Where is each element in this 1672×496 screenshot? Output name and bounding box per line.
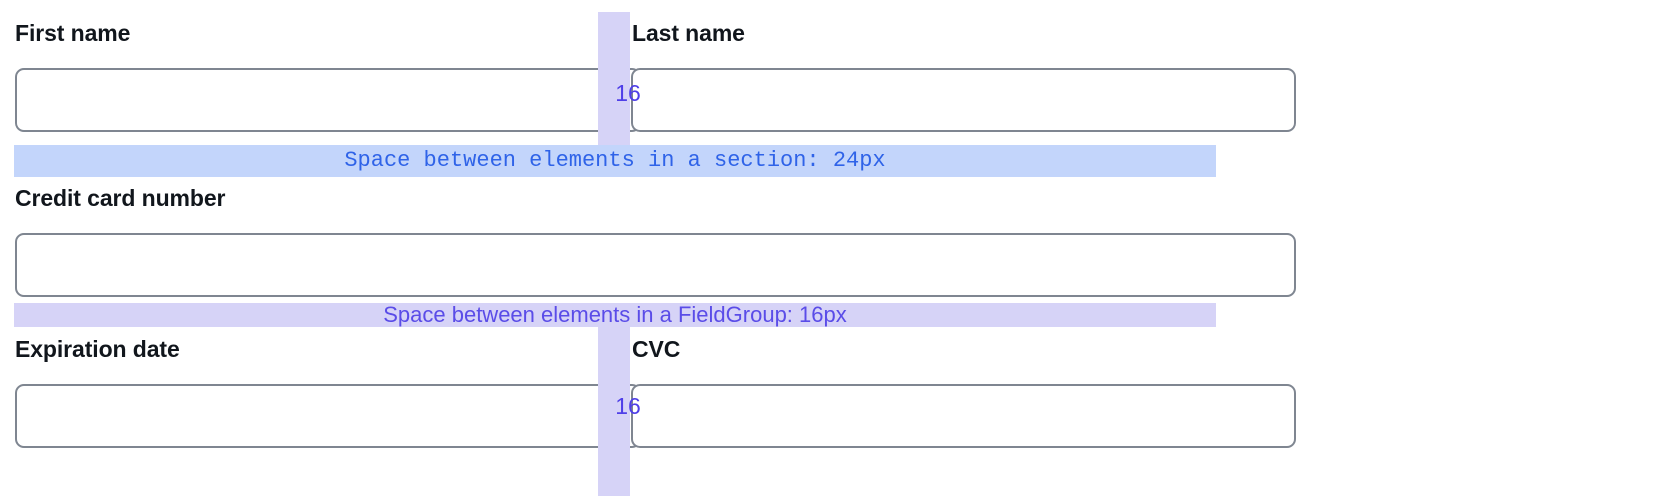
space-band-section-text: Space between elements in a section: 24p… bbox=[344, 148, 886, 173]
label-first-name: First name bbox=[15, 20, 131, 46]
label-last-name: Last name bbox=[632, 20, 745, 46]
input-last-name[interactable] bbox=[631, 68, 1296, 132]
space-band-fieldgroup: Space between elements in a FieldGroup: … bbox=[14, 303, 1216, 327]
gap-value-first-last: 16 bbox=[615, 80, 641, 106]
input-expiration-date[interactable] bbox=[15, 384, 641, 448]
label-credit-card-number: Credit card number bbox=[15, 185, 226, 211]
input-first-name[interactable] bbox=[15, 68, 641, 132]
input-cvc[interactable] bbox=[631, 384, 1296, 448]
space-band-section: Space between elements in a section: 24p… bbox=[14, 145, 1216, 177]
space-band-fieldgroup-text: Space between elements in a FieldGroup: … bbox=[383, 302, 847, 327]
label-expiration-date: Expiration date bbox=[15, 336, 180, 362]
gap-annotation-expiration-cvc: 16 bbox=[598, 327, 641, 496]
label-cvc: CVC bbox=[632, 336, 681, 362]
input-credit-card-number[interactable] bbox=[15, 233, 1296, 297]
gap-annotation-first-last: 16 bbox=[598, 12, 641, 145]
gap-value-expiration-cvc: 16 bbox=[615, 393, 641, 419]
